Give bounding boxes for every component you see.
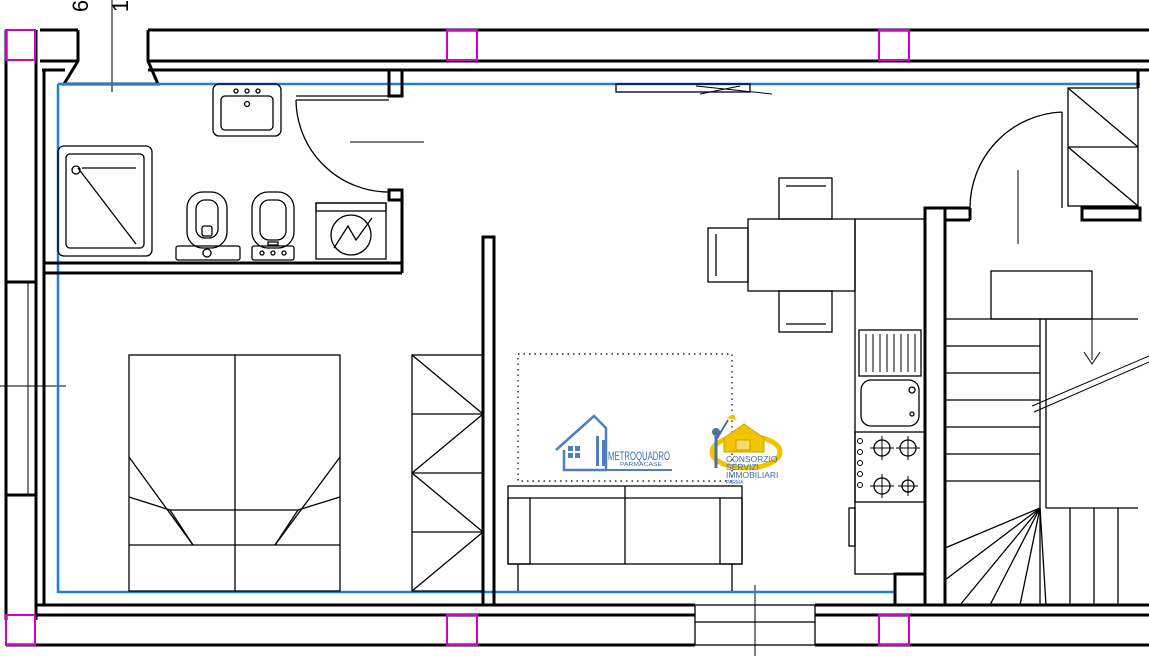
dining-table bbox=[707, 177, 856, 333]
washing-machine bbox=[315, 202, 387, 260]
consorzio-line2: SERVIZI bbox=[726, 462, 759, 472]
wash-basin bbox=[212, 83, 282, 137]
dimension-mark-1: 6 bbox=[68, 0, 93, 12]
metroquadro-sub: PARMACASE bbox=[620, 462, 663, 468]
consorzio-logo: CONSORZIO SERVIZI IMMOBILIARI PARMA bbox=[709, 414, 783, 486]
metroquadro-logo: METROQUADRO PARMACASE bbox=[555, 414, 672, 472]
staircase-area bbox=[923, 70, 1149, 607]
bidet bbox=[251, 191, 295, 261]
kitchen-block bbox=[848, 218, 927, 607]
sofa bbox=[507, 485, 743, 591]
consorzio-line4: PARMA bbox=[726, 480, 744, 486]
air-conditioner bbox=[615, 83, 773, 95]
room-outline bbox=[56, 82, 1140, 594]
wardrobe bbox=[411, 354, 484, 592]
shower-tray bbox=[57, 145, 153, 257]
bedroom bbox=[128, 235, 496, 607]
dimension-label: 6 1 bbox=[68, 0, 133, 12]
column-markers bbox=[5, 29, 910, 646]
consorzio-line3: IMMOBILIARI bbox=[726, 470, 778, 480]
toilet bbox=[175, 191, 241, 261]
consorzio-line1: CONSORZIO bbox=[726, 454, 778, 464]
bathroom bbox=[44, 68, 424, 275]
living-area bbox=[507, 83, 927, 607]
dimension-mark-2: 1 bbox=[108, 0, 133, 12]
double-bed bbox=[128, 354, 341, 592]
metroquadro-name: METROQUADRO bbox=[608, 449, 670, 463]
